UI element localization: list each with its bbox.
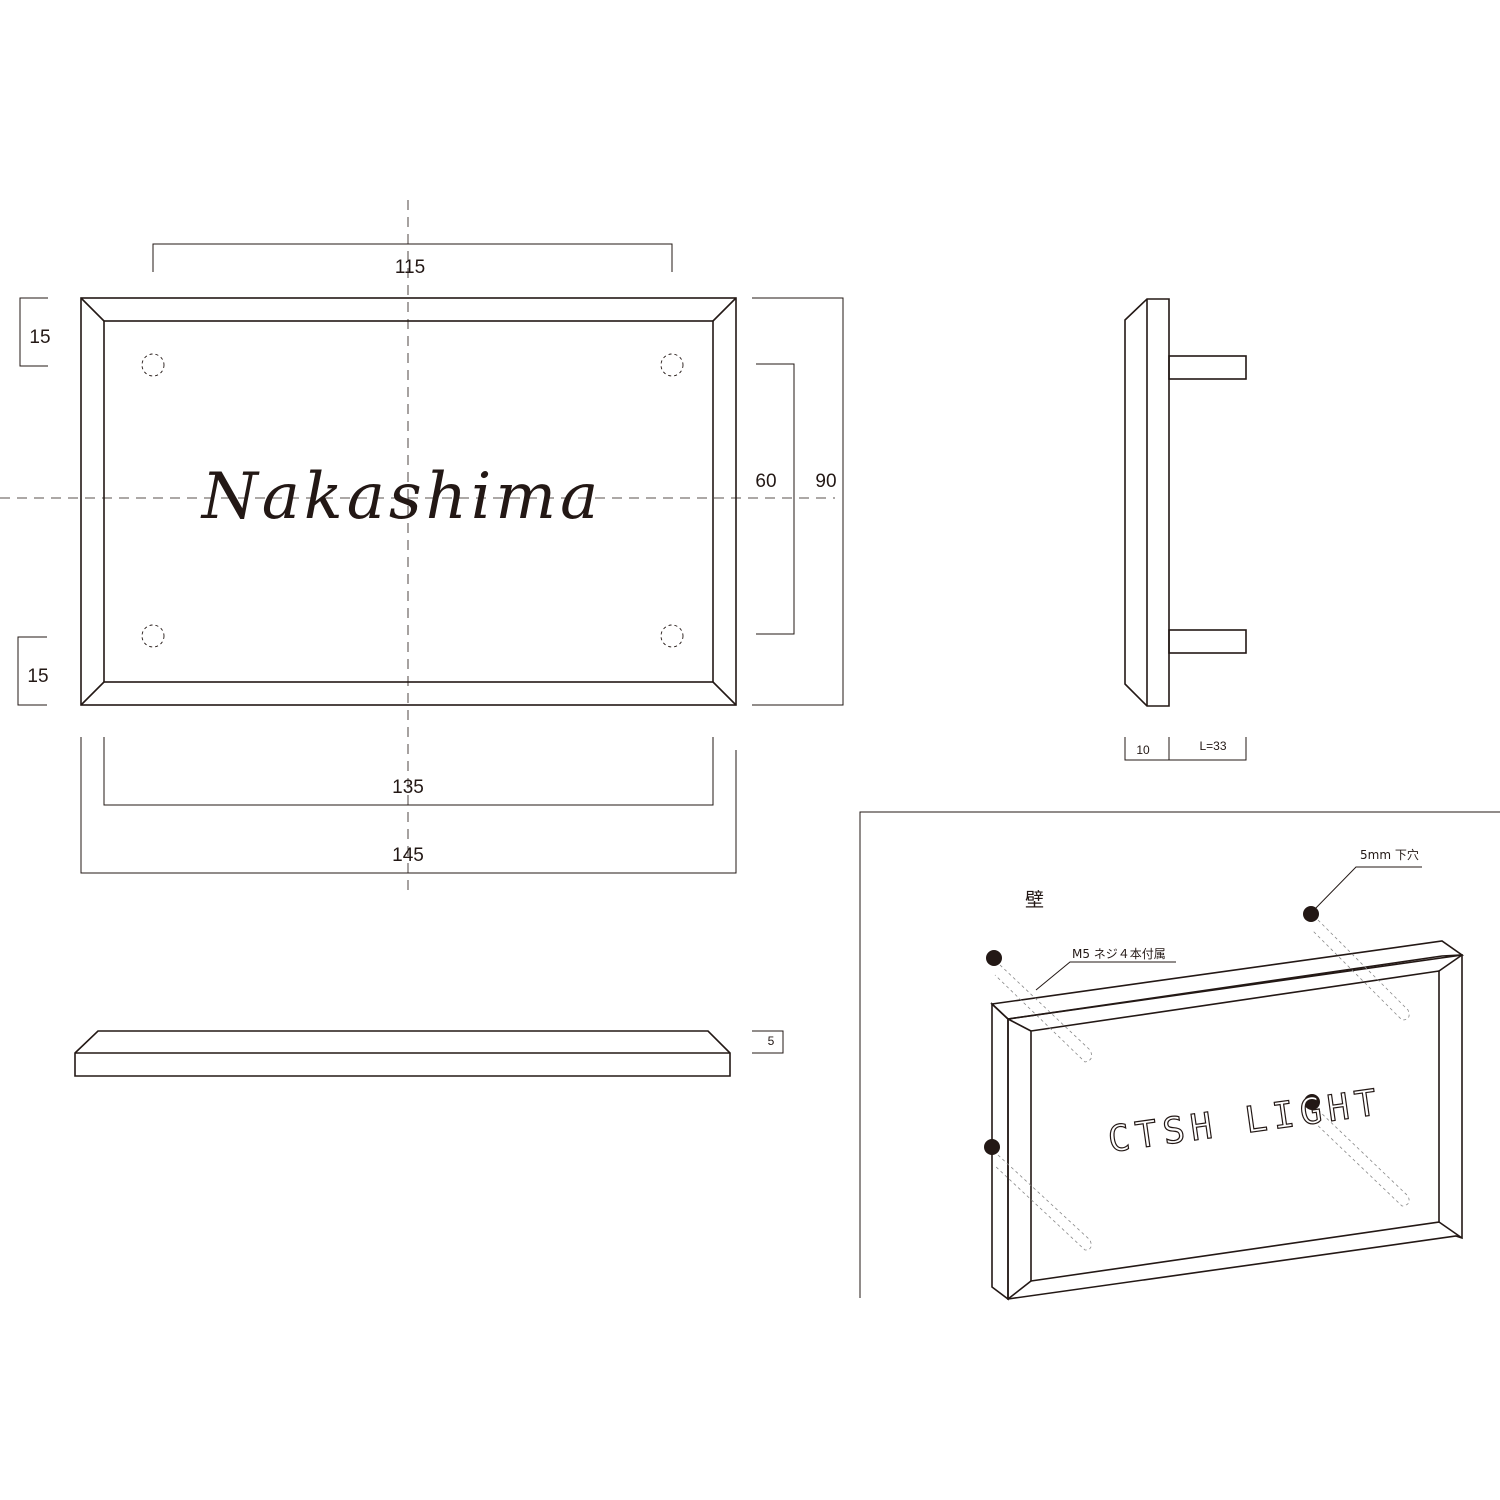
- front-view: Nakashima 115 15 15 60 90 135 145: [0, 200, 844, 895]
- dim-right-outer-label: 90: [815, 471, 836, 492]
- nameplate-text: Nakashima: [200, 460, 602, 534]
- dim-bottom-outer-label: 145: [392, 845, 424, 866]
- dim-plate-label: 10: [1136, 743, 1150, 757]
- dim-line-right-inner: [756, 363, 795, 635]
- side-view: 10 L=33: [1124, 298, 1247, 761]
- dim-bolt-length-label: L=33: [1199, 739, 1226, 753]
- bottom-view: 5: [74, 1030, 784, 1077]
- dim-line-top: [152, 243, 673, 272]
- pilot-hole-leader: [1311, 866, 1422, 913]
- bevel-corner-tr: [712, 297, 737, 322]
- wall-label: 壁: [1025, 889, 1044, 911]
- iso-bevel-tr: [1438, 954, 1463, 972]
- bevel-corner-br: [712, 681, 737, 706]
- dim-line-bottom-inner: [103, 737, 714, 806]
- standoff-bolt-top: [1168, 355, 1247, 380]
- dim-line-left-top: [19, 297, 48, 367]
- dim-line-side: [1124, 737, 1247, 761]
- iso-bevel-tl: [1007, 1018, 1032, 1032]
- dim-line-bottom-outer: [80, 737, 737, 874]
- screw-head-tl: [986, 950, 1002, 966]
- iso-bevel-br: [1438, 1221, 1463, 1239]
- iso-bolt-ghost-tr: [1311, 919, 1410, 1021]
- bevel-corner-bl: [80, 681, 105, 706]
- iso-bolt-ghost-bl: [993, 1154, 1092, 1251]
- dim-line-left-bottom: [17, 636, 47, 706]
- mounting-hole-tr: [660, 353, 684, 377]
- screw-head-bl: [984, 1139, 1000, 1155]
- screw-head-tr: [1303, 906, 1319, 922]
- dim-bottom-inner-label: 135: [392, 777, 424, 798]
- plate-inner-bevel: [103, 320, 714, 683]
- dim-right-inner-label: 60: [755, 471, 776, 492]
- iso-plate-top: [990, 940, 1465, 1020]
- dim-top-label: 115: [395, 257, 425, 278]
- iso-bolt-ghost-br: [1311, 1109, 1410, 1207]
- dim-line-right-outer: [752, 297, 844, 706]
- dim-line-thickness: [752, 1030, 784, 1054]
- bevel-corner-tl: [80, 297, 105, 322]
- standoff-bolt-bottom: [1168, 629, 1247, 654]
- plate-outer-edge: [80, 297, 737, 706]
- dim-left-top-label: 15: [29, 327, 50, 348]
- mounting-hole-br: [660, 624, 684, 648]
- mounting-hole-tl: [141, 353, 165, 377]
- screw-head-br: [1304, 1094, 1320, 1110]
- iso-frame-border: [859, 811, 1500, 1298]
- screw-label: M5 ネジ４本付属: [1072, 947, 1166, 961]
- isometric-view: 壁 CTSH LIGHT 5mm 下穴 M5 ネジ４本付属: [859, 811, 1500, 1301]
- iso-bolt-ghost-tl: [994, 964, 1093, 1063]
- dim-left-bottom-label: 15: [27, 666, 48, 687]
- engraved-text: CTSH LIGHT: [1106, 1082, 1386, 1161]
- pilot-hole-label: 5mm 下穴: [1360, 847, 1419, 862]
- iso-bevel-bl: [1007, 1280, 1032, 1300]
- mounting-hole-bl: [141, 624, 165, 648]
- dim-thickness-label: 5: [768, 1034, 775, 1048]
- screw-leader: [1035, 961, 1176, 991]
